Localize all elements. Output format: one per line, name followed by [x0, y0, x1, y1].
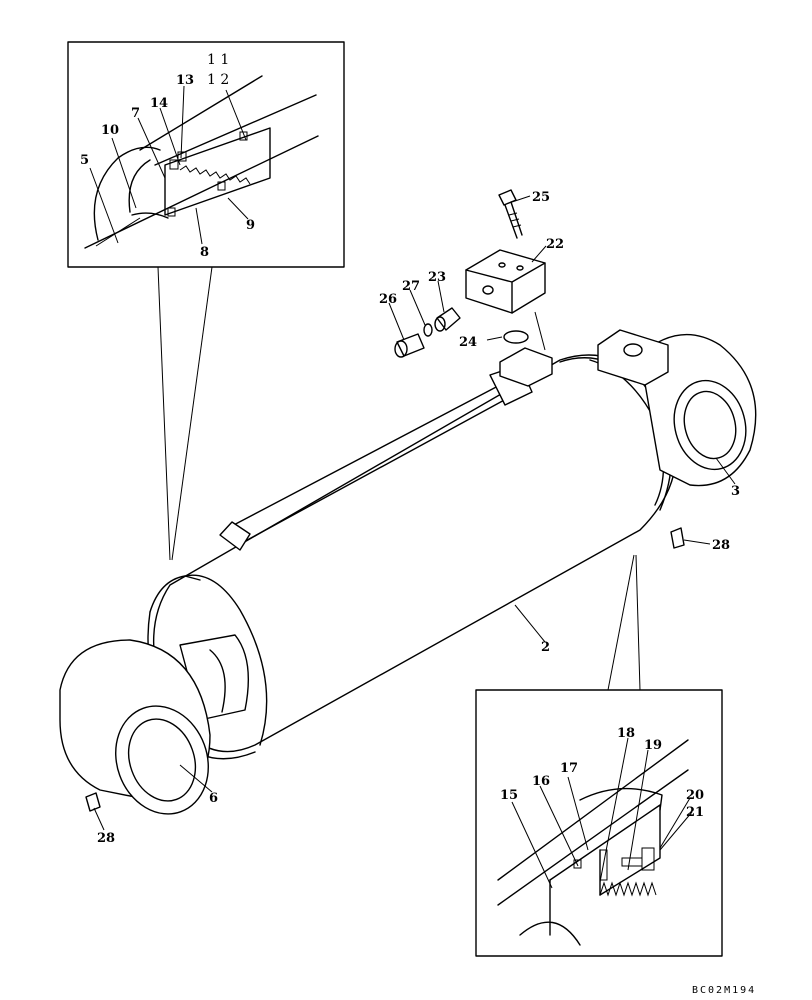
callout-8: 8 [200, 245, 209, 260]
callout-21: 21 [686, 805, 704, 820]
callout-12: 1 2 [207, 72, 229, 88]
callout-23: 23 [428, 270, 446, 285]
detail-inset-top [67, 41, 345, 561]
callout-9: 9 [246, 218, 255, 233]
hydraulic-cylinder [59, 311, 757, 815]
callout-13: 13 [176, 73, 194, 88]
callout-16: 16 [532, 774, 550, 789]
callout-27: 27 [402, 279, 420, 294]
detail-inset-bottom [475, 554, 723, 957]
callout-28-left: 28 [97, 831, 115, 846]
drawing-code: BC02M194 [692, 985, 756, 996]
callout-17: 17 [560, 761, 578, 776]
callout-18: 18 [617, 726, 635, 741]
callout-5: 5 [80, 153, 89, 168]
callout-20: 20 [686, 788, 704, 803]
callout-3: 3 [731, 484, 740, 499]
callout-19: 19 [644, 738, 662, 753]
callout-2: 2 [541, 640, 550, 655]
callout-24: 24 [459, 335, 477, 350]
callout-7: 7 [131, 106, 140, 121]
callout-leaders [89, 85, 736, 889]
callout-26: 26 [379, 292, 397, 307]
callout-14: 14 [150, 96, 168, 111]
callout-28-right: 28 [712, 538, 730, 553]
callout-11: 1 1 [207, 52, 229, 68]
callout-labels: 2 3 5 6 7 8 9 10 13 14 1 1 1 2 15 16 17 … [80, 52, 740, 846]
callout-25: 25 [532, 190, 550, 205]
callout-15: 15 [500, 788, 518, 803]
callout-22: 22 [546, 237, 564, 252]
callout-10: 10 [101, 123, 119, 138]
exploded-hardware [85, 189, 685, 812]
callout-6: 6 [209, 791, 218, 806]
